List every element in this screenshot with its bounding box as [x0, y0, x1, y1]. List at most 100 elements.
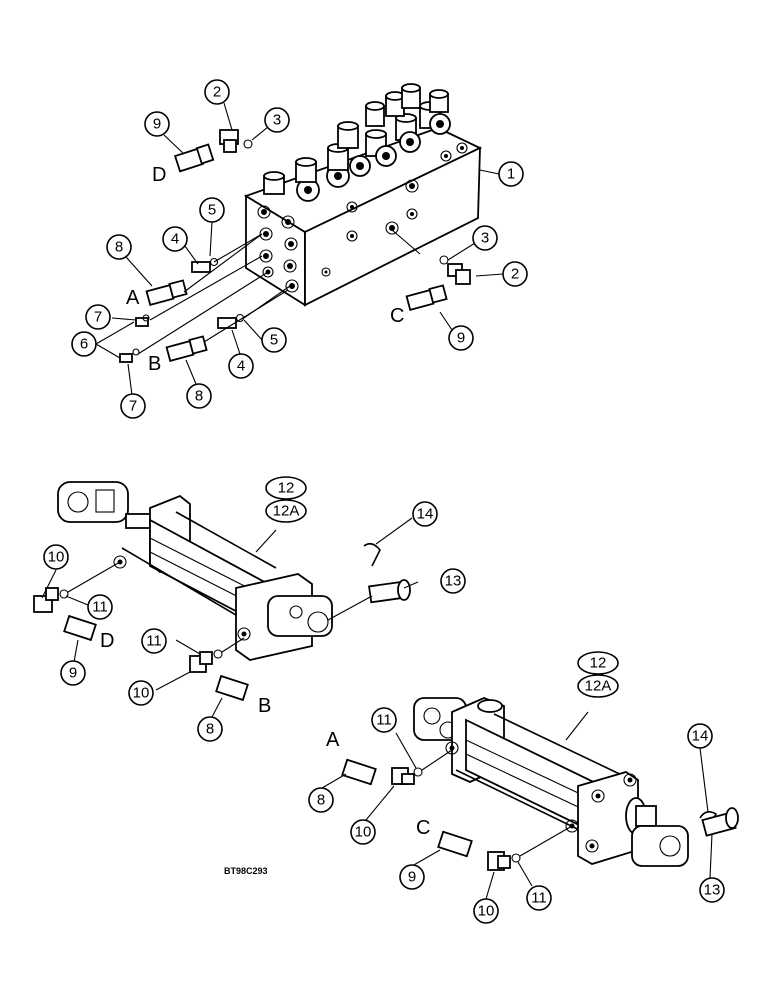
callout-12a-upper: 12A	[265, 499, 307, 523]
callout-10-lower-b: 10	[473, 898, 499, 924]
callout-2-top: 2	[204, 79, 230, 105]
callout-8-top: 8	[106, 234, 132, 260]
callout-11-mid: 11	[141, 628, 167, 654]
callout-9-top: 9	[144, 111, 170, 137]
svg-text:12A: 12A	[585, 678, 612, 695]
callout-10-lower-a: 10	[350, 819, 376, 845]
port-letter-d: D	[152, 164, 166, 186]
clevis-pin-lower	[701, 807, 739, 837]
svg-text:3: 3	[481, 230, 489, 247]
callout-11-upper-left: 11	[87, 594, 113, 620]
cotter-pin-upper	[363, 542, 381, 567]
svg-text:6: 6	[80, 336, 88, 353]
svg-text:9: 9	[153, 116, 161, 133]
callout-6: 6	[71, 331, 97, 357]
svg-text:4: 4	[171, 231, 179, 248]
callout-3-top: 3	[264, 107, 290, 133]
hose-fitting-c	[405, 284, 448, 311]
callout-5-bottom: 5	[261, 327, 287, 353]
svg-text:10: 10	[478, 903, 495, 920]
svg-text:12: 12	[278, 480, 295, 497]
svg-text:9: 9	[408, 869, 416, 886]
adapter-fitting-4-upper	[191, 257, 219, 273]
elbow-fitting-2-upper	[219, 129, 253, 153]
port-letter-c: C	[390, 305, 404, 327]
valve-solenoids	[263, 83, 451, 202]
callout-12a-lower: 12A	[577, 674, 619, 698]
callout-9-lower: 9	[399, 864, 425, 890]
svg-text:14: 14	[417, 506, 434, 523]
svg-text:9: 9	[69, 665, 77, 682]
port-letter-c-cyl: C	[416, 817, 430, 839]
svg-text:13: 13	[704, 882, 721, 899]
port-letter-b-cyl: B	[258, 695, 271, 717]
callout-11-lower-a: 11	[371, 707, 397, 733]
hose-fitting-b	[165, 335, 208, 362]
svg-text:10: 10	[355, 824, 372, 841]
port-letter-d-cyl: D	[100, 630, 114, 652]
svg-text:3: 3	[273, 112, 281, 129]
svg-text:8: 8	[195, 388, 203, 405]
hydraulic-cylinder-upper	[57, 481, 333, 661]
svg-text:11: 11	[531, 890, 547, 907]
figure-code: BT98C293	[224, 866, 268, 876]
hose-fitting-c-lower-cyl	[437, 830, 473, 858]
callout-7-top: 7	[85, 304, 111, 330]
plugs-6	[119, 314, 150, 363]
hose-fitting-b-upper-cyl	[215, 674, 249, 702]
callout-13-upper: 13	[440, 568, 466, 594]
port-letter-a: A	[126, 287, 140, 309]
elbow-fitting-10-mid	[189, 637, 245, 673]
svg-text:12A: 12A	[273, 503, 300, 520]
callout-1: 1	[498, 161, 524, 187]
svg-text:13: 13	[445, 573, 462, 590]
svg-text:4: 4	[237, 358, 245, 375]
callout-14-upper: 14	[412, 501, 438, 527]
callout-5-top: 5	[199, 197, 225, 223]
svg-text:2: 2	[511, 266, 519, 283]
callout-8-cyl: 8	[197, 716, 223, 742]
svg-text:7: 7	[94, 309, 102, 326]
callout-leader-lines	[41, 102, 713, 900]
svg-text:8: 8	[115, 239, 123, 256]
hose-fitting-a-lower-cyl	[341, 758, 377, 786]
callout-4-bottom: 4	[228, 353, 254, 379]
callout-10-upper-left: 10	[43, 544, 69, 570]
callout-7-bottom: 7	[120, 393, 146, 419]
svg-text:11: 11	[146, 633, 162, 650]
valve-block	[243, 83, 483, 307]
elbow-fitting-10-lower-b	[487, 825, 573, 871]
hose-fitting-d	[173, 143, 215, 173]
elbow-fitting-2-right	[439, 255, 471, 285]
callout-10-mid: 10	[128, 680, 154, 706]
callout-8-lower: 8	[308, 787, 334, 813]
hose-fitting-a	[145, 279, 188, 306]
callout-2-right: 2	[502, 261, 528, 287]
callout-12-upper: 12	[265, 476, 307, 500]
elbow-fitting-10-lower-a	[391, 749, 453, 785]
hydraulic-cylinder-lower	[413, 697, 689, 867]
callout-13-lower: 13	[699, 877, 725, 903]
svg-text:9: 9	[457, 330, 465, 347]
svg-text:14: 14	[692, 728, 709, 745]
callout-9-cyl: 9	[60, 660, 86, 686]
svg-text:10: 10	[133, 685, 150, 702]
svg-text:11: 11	[92, 599, 108, 616]
svg-text:5: 5	[208, 202, 216, 219]
callout-11-lower-b: 11	[526, 885, 552, 911]
svg-text:12: 12	[590, 655, 607, 672]
hose-fitting-d-upper-cyl	[63, 614, 97, 642]
callout-9-right: 9	[448, 325, 474, 351]
callout-8-bottom: 8	[186, 383, 212, 409]
clevis-pin-upper	[327, 579, 411, 621]
callout-3-right: 3	[472, 225, 498, 251]
port-letter-b: B	[148, 353, 161, 375]
svg-text:7: 7	[129, 398, 137, 415]
svg-text:8: 8	[206, 721, 214, 738]
svg-text:11: 11	[376, 712, 392, 729]
svg-text:1: 1	[507, 166, 515, 183]
port-letter-a-cyl: A	[326, 729, 340, 751]
svg-text:8: 8	[317, 792, 325, 809]
callout-4-top: 4	[162, 226, 188, 252]
